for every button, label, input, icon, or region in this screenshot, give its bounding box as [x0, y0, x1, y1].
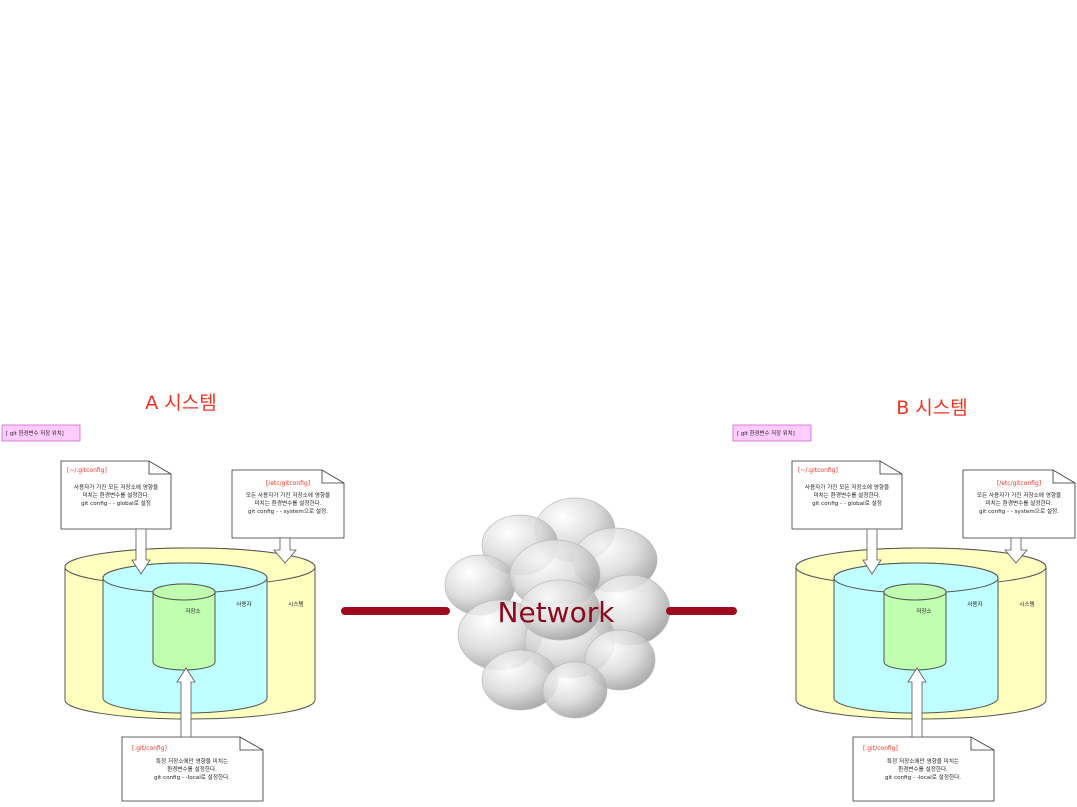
- system-b-local-note-line-3: git config - -local로 설정한다.: [885, 773, 961, 781]
- system-b: B 시스템 [ git 환경변수 저장 위치] 저장소 사용자 시스템 [~/.…: [732, 397, 1076, 802]
- network-cloud: Network: [444, 497, 671, 719]
- system-b-system-note-title: [/etc/gitconfig]: [997, 480, 1041, 487]
- system-b-repo-cylinder: [883, 583, 947, 671]
- system-b-system-note: [/etc/gitconfig] 모든 사용자가 가진 저장소에 영향을 미치는…: [962, 469, 1076, 539]
- system-b-user-label: 사용자: [967, 600, 982, 608]
- system-a-global-note-line-2: 미치는 환경변수를 설정한다.: [82, 491, 149, 499]
- system-a-system-note-title: [/etc/gitconfig]: [266, 480, 310, 487]
- system-b-env-tag-label: [ git 환경변수 저장 위치]: [737, 429, 795, 437]
- system-a-user-label: 사용자: [236, 600, 251, 608]
- system-b-global-note-line-2: 미치는 환경변수를 설정한다.: [813, 491, 880, 499]
- system-b-repo-label: 저장소: [916, 607, 931, 615]
- system-b-system-arrow: [1004, 537, 1028, 564]
- system-b-global-note: [~/.gitconfig] 사용자가 가진 모든 저장소에 영향을 미치는 환…: [791, 460, 903, 530]
- system-a-system-note-line-3: git config - - system으로 설정.: [248, 507, 328, 515]
- system-a-env-tag: [ git 환경변수 저장 위치]: [1, 424, 81, 442]
- system-a-global-arrow: [131, 528, 151, 575]
- system-a-env-tag-label: [ git 환경변수 저장 위치]: [6, 429, 64, 437]
- system-a-local-note: [.git/config] 특정 저장소에만 영향을 미치는 환경변수를 설정한…: [121, 736, 264, 802]
- system-a-global-note-line-3: git config - - global로 설정: [81, 499, 151, 507]
- system-a-system-note-line-1: 모든 사용자가 가진 저장소에 영향을: [246, 491, 330, 499]
- system-b-system-label: 시스템: [1019, 601, 1034, 608]
- system-a-repo-cylinder: [152, 583, 216, 671]
- system-b-global-arrow: [862, 528, 882, 575]
- system-a-global-note-line-1: 사용자가 가진 모든 저장소에 영향을: [74, 483, 158, 491]
- system-a-local-note-title: [.git/config]: [132, 745, 167, 752]
- system-b-local-note: [.git/config] 특정 저장소에만 영향을 미치는 환경변수를 설정한…: [852, 736, 995, 802]
- system-a-system-note-line-2: 미치는 환경변수를 설정한다.: [254, 499, 321, 507]
- system-a-local-note-line-3: git config - -local로 설정한다.: [154, 773, 230, 781]
- system-a-system-arrow: [273, 537, 297, 564]
- system-b-system-note-line-3: git config - - system으로 설정.: [979, 507, 1059, 515]
- system-a: A 시스템 [ git 환경변수 저장 위치] 저장소 사용자 시스템 [~/.…: [1, 392, 345, 802]
- system-a-system-label: 시스템: [288, 601, 303, 608]
- system-b-global-note-line-3: git config - - global로 설정: [812, 499, 882, 507]
- system-b-system-note-line-2: 미치는 환경변수를 설정한다.: [985, 499, 1052, 507]
- system-a-local-note-line-2: 환경변수를 설정한다.: [167, 765, 217, 773]
- system-b-local-arrow: [907, 667, 927, 738]
- system-a-title: A 시스템: [145, 392, 216, 414]
- system-a-repo-label: 저장소: [185, 607, 200, 615]
- system-b-local-note-line-1: 특정 저장소에만 영향을 미치는: [887, 757, 959, 765]
- system-b-env-tag: [ git 환경변수 저장 위치]: [732, 424, 812, 442]
- system-b-local-note-title: [.git/config]: [863, 745, 898, 752]
- system-a-system-note: [/etc/gitconfig] 모든 사용자가 가진 저장소에 영향을 미치는…: [231, 469, 345, 539]
- system-b-local-note-line-2: 환경변수를 설정한다.: [898, 765, 948, 773]
- system-b-title: B 시스템: [896, 397, 968, 419]
- system-a-local-arrow: [176, 667, 196, 738]
- system-a-global-note-title: [~/.gitconfig]: [67, 467, 107, 474]
- system-a-local-note-line-1: 특정 저장소에만 영향을 미치는: [156, 757, 228, 765]
- network-label: Network: [498, 596, 616, 629]
- system-a-global-note: [~/.gitconfig] 사용자가 가진 모든 저장소에 영향을 미치는 환…: [60, 460, 172, 530]
- system-b-system-note-line-1: 모든 사용자가 가진 저장소에 영향을: [977, 491, 1061, 499]
- system-b-global-note-title: [~/.gitconfig]: [798, 467, 838, 474]
- system-b-global-note-line-1: 사용자가 가진 모든 저장소에 영향을: [805, 483, 889, 491]
